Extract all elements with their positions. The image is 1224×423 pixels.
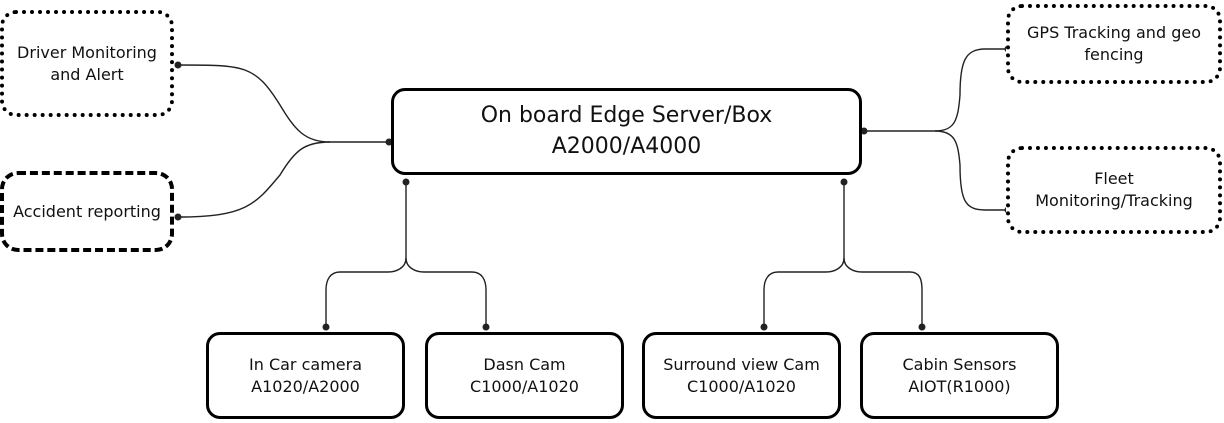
surround-view-cam-node: Surround view Cam C1000/A1020 [642, 332, 841, 419]
gps-tracking-line2: fencing [1084, 45, 1144, 64]
link-gps-tracking [864, 48, 1008, 132]
in-car-camera-title: In Car camera [249, 354, 362, 374]
link-driver-monitoring [177, 64, 389, 143]
port-dot [174, 213, 182, 221]
port-dot [840, 178, 848, 186]
link-in-car-camera [325, 182, 407, 327]
port-dot [402, 178, 410, 186]
port-dot [482, 323, 490, 331]
in-car-camera-node: In Car camera A1020/A2000 [206, 332, 405, 419]
cabin-sensors-title: Cabin Sensors [902, 354, 1017, 374]
gps-tracking-line1: GPS Tracking and geo [1027, 23, 1201, 43]
port-dot [860, 127, 868, 135]
fleet-monitoring-line2: Monitoring/Tracking [1035, 191, 1193, 210]
dasn-cam-model: C1000/A1020 [470, 376, 579, 396]
cabin-sensors-model: AIOT(R1000) [908, 376, 1011, 396]
link-dasn-cam [405, 257, 487, 327]
port-dot [322, 323, 330, 331]
cabin-sensors-node: Cabin Sensors AIOT(R1000) [860, 332, 1059, 419]
surround-view-cam-title: Surround view Cam [663, 354, 820, 374]
driver-monitoring-line2: and Alert [50, 64, 124, 84]
link-fleet-monitoring [934, 130, 1008, 211]
in-car-camera-model: A1020/A2000 [251, 376, 360, 396]
port-dot [385, 138, 393, 146]
edge-server-title: On board Edge Server/Box [480, 102, 773, 128]
port-dot [174, 61, 182, 69]
link-surround-view-cam [763, 182, 845, 327]
driver-monitoring-node: Driver Monitoring and Alert [0, 10, 174, 117]
fleet-monitoring-line1: Fleet [1094, 169, 1134, 189]
port-dot [760, 323, 768, 331]
link-cabin-sensors [843, 257, 923, 327]
link-accident-reporting [177, 141, 331, 218]
driver-monitoring-line1: Driver Monitoring [17, 42, 157, 62]
dasn-cam-title: Dasn Cam [483, 354, 566, 374]
dasn-cam-node: Dasn Cam C1000/A1020 [425, 332, 624, 419]
fleet-monitoring-node: Fleet Monitoring/Tracking [1006, 146, 1222, 234]
port-dot [918, 323, 926, 331]
surround-view-cam-model: C1000/A1020 [687, 376, 796, 396]
gps-tracking-node: GPS Tracking and geo fencing [1006, 4, 1222, 84]
edge-server-node: On board Edge Server/Box A2000/A4000 [391, 88, 862, 175]
accident-reporting-node: Accident reporting [0, 171, 174, 252]
accident-reporting-label: Accident reporting [13, 201, 161, 221]
edge-server-model: A2000/A4000 [551, 133, 702, 159]
